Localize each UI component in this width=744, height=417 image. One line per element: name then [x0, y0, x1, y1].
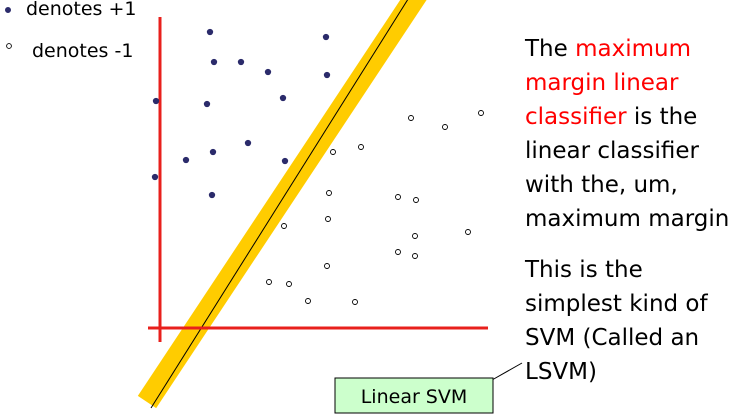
note-line-2: simplest kind of — [525, 291, 708, 317]
description-line-6: maximum margin — [525, 206, 729, 232]
callout-pointer — [491, 362, 523, 381]
description-line-2: margin linear — [525, 70, 679, 96]
decision-boundary — [150, 0, 409, 409]
positive-point — [151, 173, 159, 181]
callout-label: Linear SVM — [361, 386, 468, 408]
positive-point — [279, 94, 287, 102]
legend-positive-label: denotes +1 — [26, 0, 137, 20]
positive-point — [203, 100, 211, 108]
negative-point — [266, 279, 272, 285]
legend-positive-marker — [5, 7, 11, 13]
negative-point — [330, 149, 336, 155]
legend-negative-label: denotes -1 — [32, 40, 133, 62]
negative-point — [324, 263, 330, 269]
data-points — [151, 28, 484, 305]
negative-point — [412, 253, 418, 259]
description-line-3-rest: is the — [627, 104, 698, 130]
positive-point — [210, 58, 218, 66]
note-line-1: This is the — [524, 257, 643, 283]
negative-point — [286, 281, 292, 287]
negative-point — [408, 115, 414, 121]
negative-point — [281, 223, 287, 229]
negative-point — [442, 124, 448, 130]
description-line-3: classifier is the — [525, 104, 697, 130]
positive-point — [206, 28, 214, 36]
negative-point — [358, 144, 364, 150]
description-part1: The — [524, 36, 575, 62]
positive-point — [323, 71, 331, 79]
negative-point — [305, 298, 311, 304]
margin-band — [137, 0, 427, 409]
description-highlight-1: maximum — [575, 36, 691, 62]
positive-point — [182, 156, 190, 164]
negative-point — [412, 233, 418, 239]
note-line-3: SVM (Called an — [525, 325, 699, 351]
positive-point — [322, 33, 330, 41]
description-highlight-3: classifier — [525, 104, 627, 130]
note-paragraph: This is the simplest kind of SVM (Called… — [524, 257, 708, 385]
positive-point — [244, 139, 252, 147]
negative-point — [465, 229, 471, 235]
negative-point — [352, 299, 358, 305]
positive-point — [152, 97, 160, 105]
legend-negative-marker — [6, 43, 12, 49]
positive-point — [237, 58, 245, 66]
negative-point — [413, 197, 419, 203]
positive-point — [264, 68, 272, 76]
negative-point — [326, 190, 332, 196]
positive-point — [281, 157, 289, 165]
positive-point — [209, 148, 217, 156]
negative-point — [478, 110, 484, 116]
description-line-4: linear classifier — [525, 138, 699, 164]
negative-point — [395, 194, 401, 200]
description-line-1: The maximum — [524, 36, 691, 62]
negative-point — [395, 249, 401, 255]
description-paragraph: The maximum margin linear classifier is … — [524, 36, 729, 232]
positive-point — [208, 191, 216, 199]
callout-box — [334, 377, 494, 414]
description-line-5: with the, um, — [525, 172, 678, 198]
note-line-4: LSVM) — [525, 359, 597, 385]
negative-point — [325, 216, 331, 222]
